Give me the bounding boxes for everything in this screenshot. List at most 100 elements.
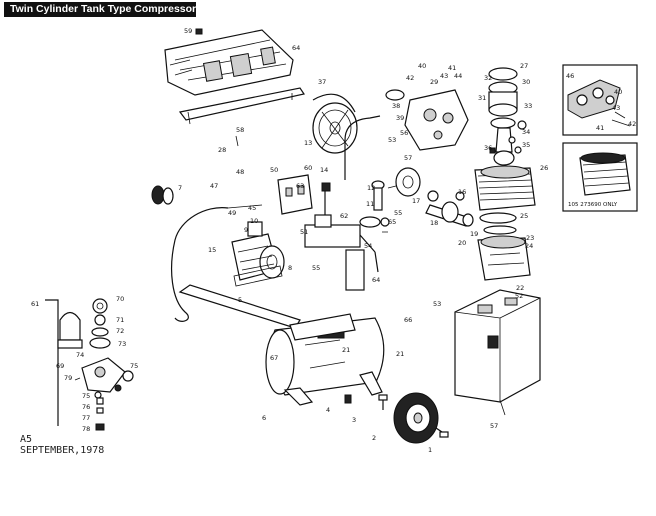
label-30: 30: [522, 78, 530, 86]
label-57: 57: [404, 154, 412, 162]
label-56: 56: [400, 129, 408, 137]
motor-pulley-part: [151, 185, 174, 205]
label-53b: 53: [433, 300, 441, 308]
label-29: 29: [430, 78, 438, 86]
shroud-part: [164, 29, 294, 96]
label-45: 45: [248, 204, 256, 212]
label-72: 72: [116, 327, 124, 335]
label-33: 33: [524, 102, 532, 110]
label-76: 76: [82, 403, 90, 411]
label-73: 73: [118, 340, 126, 348]
label-28: 28: [218, 146, 226, 154]
label-77: 77: [82, 414, 90, 422]
inset-note: 105 273690 ONLY: [568, 202, 618, 208]
label-70: 70: [116, 295, 124, 303]
check-valve-part: [304, 214, 381, 291]
label-21b: 21: [342, 346, 350, 354]
belt-part: [312, 93, 356, 113]
label-14: 14: [320, 166, 328, 174]
label-51: 51: [300, 228, 308, 236]
label-48: 48: [236, 168, 244, 176]
valve-head-inset: [562, 64, 638, 136]
label-37: 37: [318, 78, 326, 86]
label-10: 10: [250, 217, 258, 225]
label-6: 6: [262, 414, 266, 422]
footer-date: SEPTEMBER,1978: [20, 445, 105, 456]
label-12: 12: [367, 184, 375, 192]
label-58: 58: [236, 126, 244, 134]
gasket-part-2: [483, 225, 517, 235]
label-24: 24: [525, 242, 533, 250]
leg-bolts: [344, 394, 388, 410]
label-57b: 57: [490, 422, 498, 430]
unloader-part: [371, 167, 421, 211]
label-19: 19: [470, 230, 478, 238]
label-47: 47: [210, 182, 218, 190]
label-25: 25: [520, 212, 528, 220]
part-number-labels: 59 64 28 58 13 37 14 7 47 48 45 50 49 10…: [31, 27, 636, 454]
label-15: 15: [208, 246, 216, 254]
label-53: 53: [388, 136, 396, 144]
label-34: 34: [522, 128, 530, 136]
label-71: 71: [116, 316, 124, 324]
label-46: 46: [566, 72, 574, 80]
label-11: 11: [366, 200, 374, 208]
label-75: 75: [130, 362, 138, 370]
label-8: 8: [288, 264, 292, 272]
label-44: 44: [454, 72, 462, 80]
label-9: 9: [244, 226, 248, 234]
cylinder-part: [474, 165, 536, 211]
bracket-part: [178, 87, 305, 125]
tank-part: [265, 313, 385, 406]
motor-part: [231, 221, 285, 287]
valve-plate-assembly: [385, 89, 469, 151]
label-41b: 41: [596, 124, 604, 132]
label-50: 50: [270, 166, 278, 174]
label-42b: 42: [628, 120, 636, 128]
label-41: 41: [448, 64, 456, 72]
label-40b: 40: [614, 88, 622, 96]
belt-guard-cover: [454, 289, 541, 416]
label-4: 4: [326, 406, 330, 414]
label-49: 49: [228, 209, 236, 217]
handle-part: [178, 284, 301, 329]
air-line-part: [344, 115, 381, 180]
label-20: 20: [458, 239, 466, 247]
label-64: 64: [292, 44, 300, 52]
regulator-inset: [45, 298, 134, 431]
label-1: 1: [428, 446, 432, 454]
label-16: 16: [458, 188, 466, 196]
connecting-rod: [493, 127, 515, 166]
date-block: A5 SEPTEMBER,1978: [20, 434, 104, 456]
label-27: 27: [520, 62, 528, 70]
label-55b: 55: [394, 209, 402, 217]
label-78: 78: [82, 425, 90, 433]
piston-rings: [488, 67, 518, 129]
label-62: 62: [340, 212, 348, 220]
label-26: 26: [540, 164, 548, 172]
label-40: 40: [418, 62, 426, 70]
crankshaft-part: [425, 201, 474, 227]
label-18: 18: [430, 219, 438, 227]
label-65: 65: [388, 218, 396, 226]
flywheel-part: [312, 102, 358, 154]
power-cord-part: [170, 207, 229, 322]
label-36: 36: [484, 144, 492, 152]
label-43: 43: [440, 72, 448, 80]
pressure-switch-part: [277, 174, 331, 218]
label-17: 17: [412, 197, 420, 205]
label-2: 2: [372, 434, 376, 442]
label-5: 5: [238, 296, 242, 304]
label-31: 31: [478, 94, 486, 102]
label-55: 55: [312, 264, 320, 272]
label-52: 52: [515, 292, 523, 300]
wheel-part: [393, 392, 449, 444]
label-38: 38: [392, 102, 400, 110]
crankcase-part: [477, 235, 531, 281]
label-75b: 75: [82, 392, 90, 400]
label-63: 63: [296, 182, 304, 190]
fasteners: [195, 28, 527, 233]
label-7: 7: [178, 184, 182, 192]
label-59: 59: [184, 27, 192, 35]
